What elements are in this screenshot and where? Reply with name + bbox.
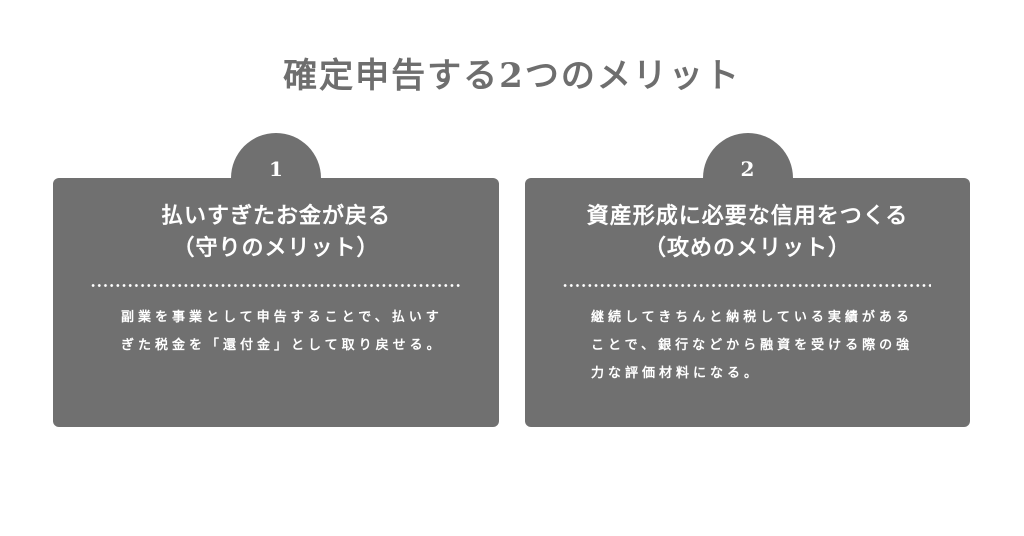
card-description: 副業を事業として申告することで、払いすぎた税金を「還付金」として取り戻せる。 xyxy=(121,310,444,353)
card-title: 払いすぎたお金が戻る （守りのメリット） xyxy=(53,200,499,264)
card-title-line2: （攻めのメリット） xyxy=(643,235,851,261)
dotted-divider xyxy=(562,284,931,287)
dotted-divider xyxy=(90,284,460,287)
card-title: 資産形成に必要な信用をつくる （攻めのメリット） xyxy=(525,200,970,264)
card-title-line1: 払いすぎたお金が戻る xyxy=(160,203,391,229)
merit-card-2: 2 資産形成に必要な信用をつくる （攻めのメリット） 継続してきちんと納税してい… xyxy=(525,133,970,427)
merit-number: 1 xyxy=(269,157,283,181)
number-tab: 1 xyxy=(231,133,321,193)
merit-card-1: 1 払いすぎたお金が戻る （守りのメリット） 副業を事業として申告することで、払… xyxy=(53,133,499,427)
card-title-line2: （守りのメリット） xyxy=(172,235,380,261)
card-title-line1: 資産形成に必要な信用をつくる xyxy=(586,203,909,229)
number-tab: 2 xyxy=(702,133,793,193)
page-title: 確定申告する2つのメリット xyxy=(283,56,741,96)
card-description: 継続してきちんと納税している実績があることで、銀行などから融資を受ける際の強力な… xyxy=(591,310,914,381)
merit-number: 2 xyxy=(740,157,755,181)
